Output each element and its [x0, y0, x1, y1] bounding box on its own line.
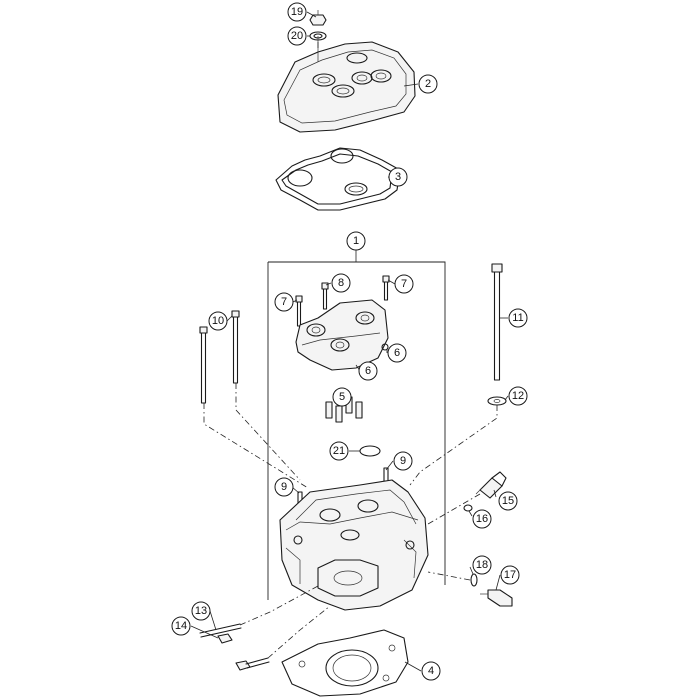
callout-4: 4 — [421, 661, 441, 681]
svg-text:10: 10 — [212, 315, 224, 327]
callouts: 1 2 3 4 5 6 6 7 — [171, 2, 528, 681]
svg-text:16: 16 — [476, 513, 488, 525]
svg-text:20: 20 — [291, 30, 303, 42]
svg-text:13: 13 — [195, 605, 207, 617]
part-long-bolt-11 — [491, 263, 503, 381]
callout-6a: 6 — [387, 343, 407, 363]
part-small-seal — [463, 504, 473, 512]
callout-12: 12 — [508, 386, 528, 406]
callout-15: 15 — [498, 491, 518, 511]
callout-6b: 6 — [358, 361, 378, 381]
part-cylinder-head — [279, 479, 429, 611]
callout-8: 8 — [331, 273, 351, 293]
svg-text:7: 7 — [281, 296, 287, 308]
svg-text:1: 1 — [353, 235, 359, 247]
part-camshaft-carrier — [295, 299, 389, 371]
part-cover-gasket — [275, 147, 401, 211]
svg-text:9: 9 — [400, 455, 406, 467]
callout-1: 1 — [346, 231, 366, 251]
callout-7a: 7 — [274, 292, 294, 312]
callout-3: 3 — [388, 167, 408, 187]
part-o-ring — [359, 445, 381, 457]
svg-text:6: 6 — [394, 347, 400, 359]
part-washer — [487, 396, 507, 406]
part-bolt-8 — [321, 282, 329, 310]
part-long-bolts — [199, 310, 240, 404]
callout-14: 14 — [171, 616, 191, 636]
assembly-frame — [267, 250, 446, 600]
callout-18: 18 — [472, 555, 492, 575]
callout-9a: 9 — [393, 451, 413, 471]
callout-13: 13 — [191, 601, 211, 621]
svg-text:14: 14 — [175, 620, 187, 632]
part-sealing-washer — [470, 573, 478, 587]
part-screw-7b — [382, 275, 390, 301]
part-stud-13 — [199, 623, 242, 638]
svg-text:8: 8 — [338, 277, 344, 289]
callout-19: 19 — [287, 2, 307, 22]
callout-5: 5 — [332, 387, 352, 407]
part-nuts — [217, 633, 270, 671]
callout-17: 17 — [500, 565, 520, 585]
part-screw-7a — [295, 295, 303, 327]
callout-10: 10 — [208, 311, 228, 331]
svg-text:4: 4 — [428, 665, 434, 677]
svg-text:15: 15 — [502, 495, 514, 507]
svg-text:3: 3 — [395, 171, 401, 183]
svg-text:5: 5 — [339, 391, 345, 403]
part-temperature-sensor — [475, 471, 507, 499]
svg-text:6: 6 — [365, 365, 371, 377]
svg-text:11: 11 — [512, 312, 523, 324]
svg-text:2: 2 — [425, 78, 431, 90]
callout-21: 21 — [329, 441, 349, 461]
svg-text:12: 12 — [512, 390, 524, 402]
callout-11: 11 — [508, 308, 528, 328]
part-valve-cover — [277, 36, 416, 133]
svg-text:21: 21 — [333, 445, 345, 457]
part-head-gasket — [281, 629, 409, 697]
callout-2: 2 — [418, 74, 438, 94]
svg-text:9: 9 — [281, 481, 287, 493]
callout-9b: 9 — [274, 477, 294, 497]
callout-7b: 7 — [394, 274, 414, 294]
callout-20: 20 — [287, 26, 307, 46]
svg-text:19: 19 — [291, 6, 303, 18]
svg-text:18: 18 — [476, 559, 488, 571]
svg-text:17: 17 — [504, 569, 516, 581]
part-nut — [309, 10, 327, 26]
part-sensor-17 — [480, 589, 513, 607]
svg-text:7: 7 — [401, 278, 407, 290]
callout-16: 16 — [472, 509, 492, 529]
alignment-lines — [203, 42, 498, 659]
